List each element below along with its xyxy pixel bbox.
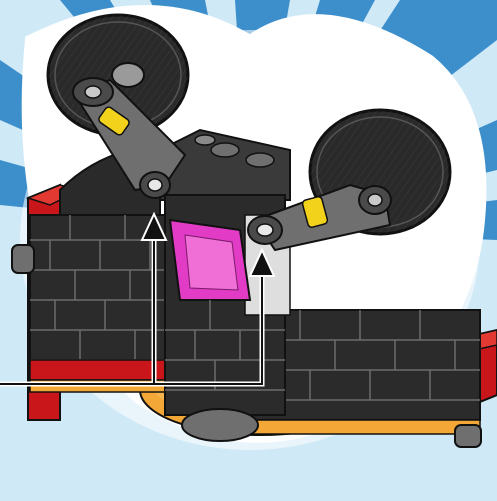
magenta-tile [170, 220, 250, 300]
camera-body-icon [160, 130, 290, 441]
